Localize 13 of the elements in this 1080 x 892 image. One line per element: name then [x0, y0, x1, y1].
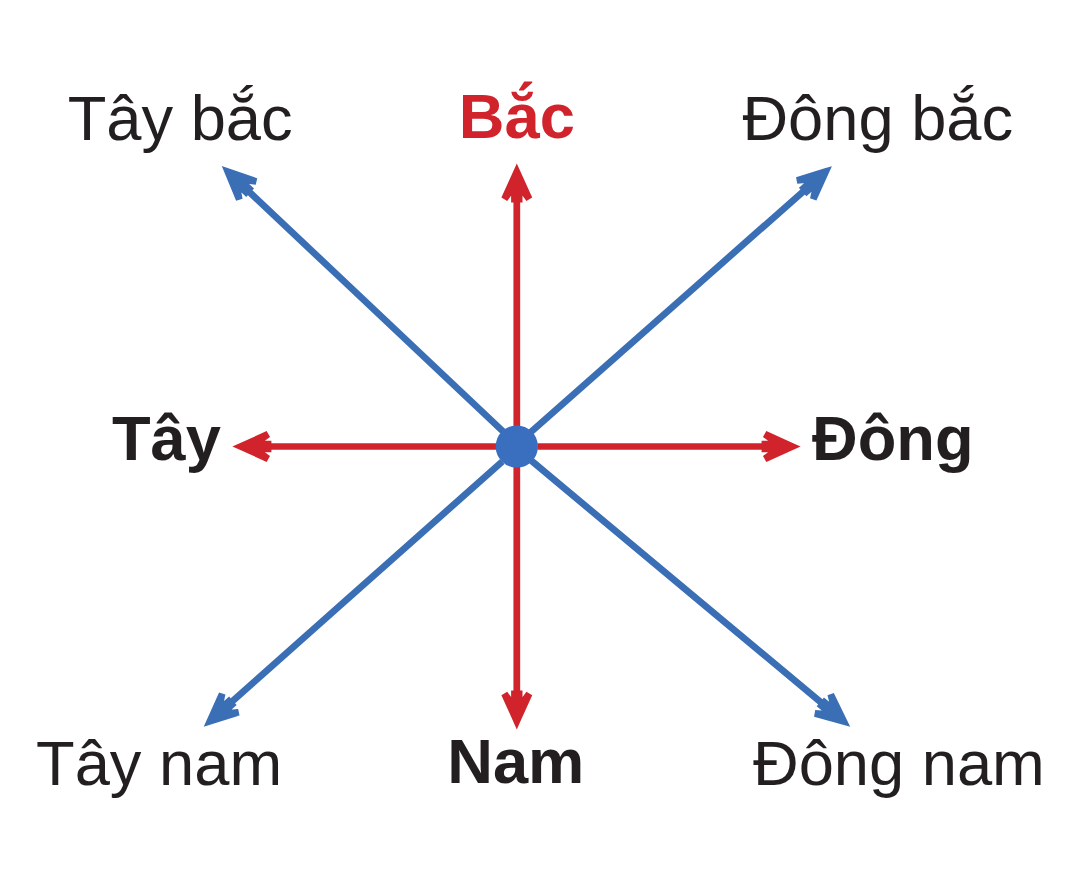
node-text: Đông nam	[752, 727, 1045, 798]
node-text: Đông	[812, 402, 974, 473]
node-text: Nam	[447, 725, 585, 796]
node-text: Tây bắc	[67, 82, 293, 153]
arrow	[528, 167, 830, 434]
node-text: Tây nam	[36, 727, 283, 798]
node-circle	[495, 424, 538, 468]
arrow	[224, 167, 506, 434]
node-text: Bắc	[458, 80, 575, 151]
node-text: Đông bắc	[742, 82, 1014, 153]
arrow	[206, 458, 505, 725]
node-text: Tây	[111, 402, 221, 473]
arrow	[529, 457, 848, 725]
